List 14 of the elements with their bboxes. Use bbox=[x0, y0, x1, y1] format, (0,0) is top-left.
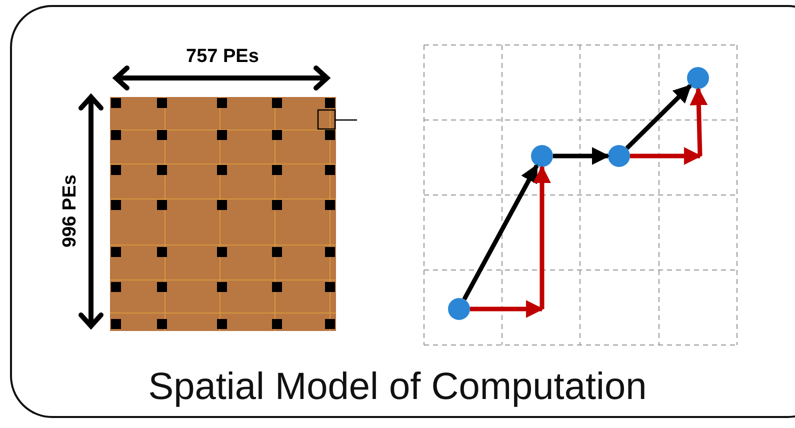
dimension-label: 757 PEs bbox=[186, 46, 259, 68]
arrow bbox=[625, 84, 692, 150]
point-circle bbox=[608, 145, 630, 167]
point-circle bbox=[448, 298, 470, 320]
arrow bbox=[470, 300, 544, 318]
dimension-label: 996 PEs bbox=[59, 174, 82, 248]
caption: Spatial Model of Computation bbox=[147, 366, 648, 409]
arrow bbox=[690, 87, 708, 156]
arrow bbox=[533, 165, 551, 309]
arrow bbox=[553, 147, 610, 165]
point-circle bbox=[687, 67, 709, 89]
point-circle bbox=[531, 145, 553, 167]
arrow bbox=[630, 147, 702, 165]
arrow bbox=[462, 164, 539, 300]
